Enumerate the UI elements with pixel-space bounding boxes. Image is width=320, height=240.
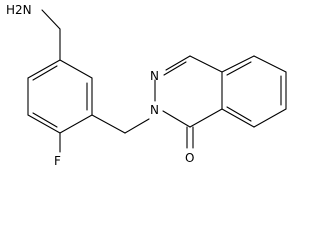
aminomethyl-bonds <box>41 9 61 61</box>
methylene-linker <box>91 114 150 134</box>
oxygen-label: O <box>185 151 194 165</box>
nitrogen-label-lower: N <box>150 103 159 117</box>
molecule-structure: H2N F N N O <box>6 3 287 168</box>
nitrogen-label-upper: N <box>150 69 159 83</box>
fluorine-label: F <box>54 154 61 168</box>
benzene-ring-right <box>221 55 287 128</box>
pyridazinone-ring <box>154 55 223 149</box>
benzene-ring-left <box>27 59 93 134</box>
amine-label: H2N <box>6 3 32 17</box>
